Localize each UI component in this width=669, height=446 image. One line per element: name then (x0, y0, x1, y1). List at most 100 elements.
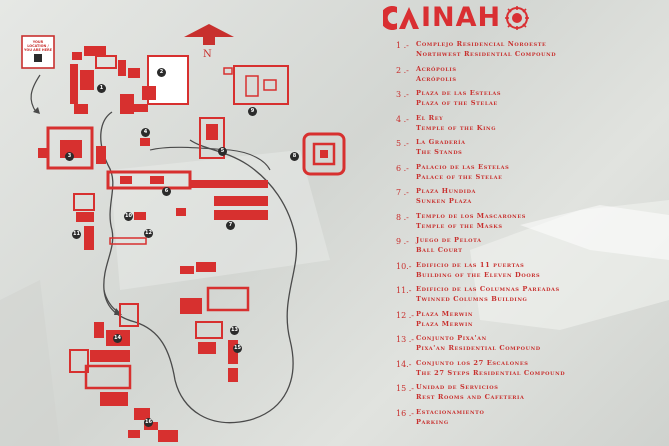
legend-number: 2 .- (396, 65, 409, 75)
legend-name-en: The Stands (416, 148, 463, 156)
legend-item: 1 .- Complejo Residencial Noroeste North… (396, 40, 666, 64)
legend-item: 12 .- Plaza Merwin Plaza Merwin (396, 310, 666, 334)
legend-name-es: Plaza Merwin (416, 309, 474, 318)
sun-emblem-icon (505, 6, 530, 30)
legend-name-es: Templo de los Mascarones (416, 211, 526, 220)
legend-number: 7 .- (396, 188, 409, 197)
legend-name-es: La Gradería (416, 138, 466, 146)
legend-number: 1 .- (396, 41, 409, 50)
legend-number: 11.- (396, 286, 412, 295)
legend-number: 8 .- (396, 212, 409, 222)
legend-name-en: Rest Rooms and Cafeteria (416, 393, 525, 401)
north-label: N (203, 49, 212, 60)
map-marker-6: 6 (162, 187, 171, 196)
map-marker-1: 1 (97, 84, 106, 93)
map-marker-5: 5 (218, 147, 227, 156)
walking-path-loop (149, 146, 271, 171)
map-marker-2: 2 (157, 68, 166, 77)
north-arrow-icon (184, 24, 234, 45)
legend-name-en: Northwest Residential Compound (416, 50, 557, 58)
map-marker-11: 11 (72, 230, 81, 239)
site-map (21, 24, 346, 442)
legend-name-es: Conjunto los 27 Escalones (416, 358, 529, 367)
legend-name-es: Estacionamiento (416, 407, 485, 416)
structure-1 (70, 46, 126, 114)
legend-item: 16 .- Estacionamiento Parking (396, 408, 666, 432)
legend-name-es: Conjunto Pixa'an (416, 334, 487, 342)
map-marker-8: 8 (290, 152, 299, 161)
legend-name-es: Plaza de las Estelas (416, 89, 502, 97)
legend-name-en: Parking (416, 417, 449, 426)
legend-item: 9 .- Juego de Pelota Ball Court (396, 236, 666, 260)
structure-3 (38, 126, 106, 170)
legend-number: 13 .- (396, 335, 414, 344)
legend-name-en: Temple of the King (416, 123, 497, 132)
legend-number: 10.- (396, 261, 412, 271)
legend-number: 3 .- (396, 90, 409, 99)
legend-name-en: Building of the Eleven Doors (416, 270, 541, 279)
path-arrow (30, 74, 41, 113)
legend-number: 4 .- (396, 114, 409, 124)
legend-number: 6 .- (396, 163, 409, 173)
inah-header: INAH (383, 2, 530, 33)
structure-2 (120, 55, 189, 114)
inah-wordmark: INAH (421, 2, 502, 33)
map-marker-14: 14 (113, 334, 122, 343)
legend-number: 12 .- (396, 310, 414, 320)
structure-7 (134, 196, 268, 220)
legend-item: 10.- Edificio de las 11 puertas Building… (396, 261, 666, 285)
map-marker-12: 12 (144, 229, 153, 238)
legend-name-en: Sunken Plaza (416, 197, 472, 205)
map-marker-13: 13 (230, 326, 239, 335)
legend-number: 16 .- (396, 408, 414, 418)
legend-number: 15 .- (396, 384, 414, 393)
legend-item: 2 .- Acrópolis Acrópolis (396, 65, 666, 89)
structure-13 (195, 321, 238, 382)
structure-15 (128, 408, 178, 442)
legend-number: 14.- (396, 359, 412, 369)
legend-item: 4 .- El Rey Temple of the King (396, 114, 666, 138)
legend-name-es: El Rey (416, 113, 444, 122)
map-marker-7: 7 (226, 221, 235, 230)
legend-item: 11.- Edificio de las Columnas Pareadas T… (396, 285, 666, 309)
legend-name-en: Twinned Columns Building (416, 295, 528, 303)
map-marker-15: 15 (233, 344, 242, 353)
you-are-here-label: YOUR LOCATION / YOU ARE HERE (24, 40, 52, 52)
structure-8 (302, 132, 346, 176)
walking-path (100, 111, 298, 424)
structure-10 (73, 193, 95, 222)
inah-logo-icon (383, 6, 419, 30)
legend-item: 6 .- Palacio de las Estelas Palace of th… (396, 163, 666, 187)
legend-name-en: Acrópolis (416, 74, 457, 83)
legend-name-en: Palace of the Stelae (416, 172, 503, 181)
legend-name-en: Plaza Merwin (416, 319, 474, 328)
structure-16 (223, 65, 289, 105)
legend-item: 15 .- Unidad de Servicios Rest Rooms and… (396, 383, 666, 407)
legend-name-es: Unidad de Servicios (416, 383, 499, 391)
legend-item: 7 .- Plaza Hundida Sunken Plaza (396, 187, 666, 211)
map-marker-3: 3 (65, 152, 74, 161)
map-marker-10: 10 (124, 212, 133, 221)
structure-4 (140, 117, 225, 159)
legend-name-es: Juego de Pelota (416, 236, 482, 244)
legend-name-es: Palacio de las Estelas (416, 162, 510, 171)
legend-item: 3 .- Plaza de las Estelas Plaza of the S… (396, 89, 666, 113)
structure-11 (84, 226, 147, 250)
legend-item: 13 .- Conjunto Pixa'an Pixa'an Residenti… (396, 334, 666, 358)
legend-name-en: Ball Court (416, 246, 463, 254)
map-marker-4: 4 (141, 128, 150, 137)
legend-name-en: Temple of the Masks (416, 221, 503, 230)
map-marker-16: 16 (144, 418, 153, 427)
you-are-here-box (21, 35, 55, 69)
legend-number: 5 .- (396, 139, 409, 148)
legend-number: 9 .- (396, 237, 409, 246)
map-marker-9: 9 (248, 107, 257, 116)
legend-name-en: The 27 Steps Residential Compound (416, 368, 566, 377)
legend-name-es: Edificio de las 11 puertas (416, 260, 525, 269)
legend-name-en: Plaza of the Stelae (416, 99, 498, 107)
legend-name-es: Plaza Hundida (416, 187, 477, 195)
structure-6 (106, 170, 268, 190)
legend-name-es: Edificio de las Columnas Pareadas (416, 285, 560, 293)
structure-12 (180, 262, 250, 314)
